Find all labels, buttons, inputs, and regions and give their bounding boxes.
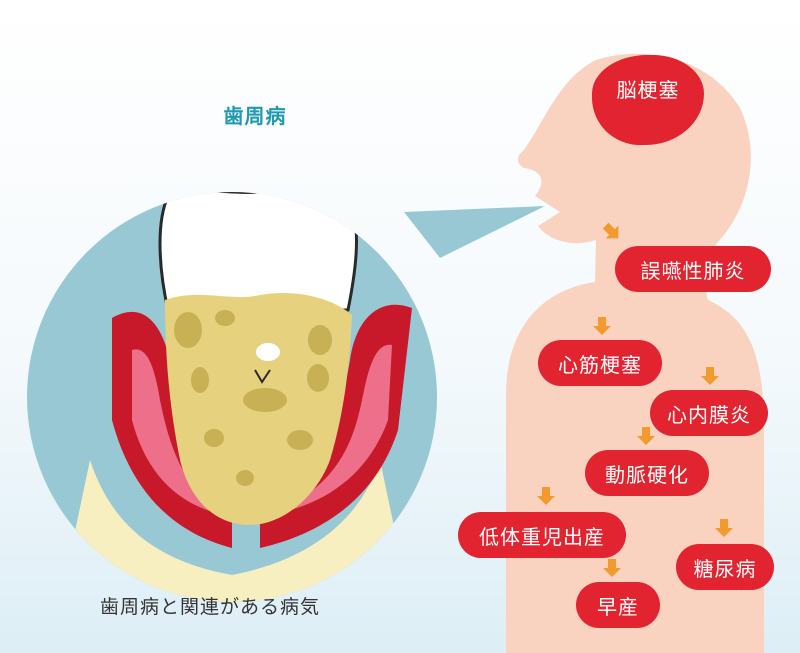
disease-pill-low-birth-weight: 低体重児出産 [458, 512, 626, 558]
disease-pill-diabetes: 糖尿病 [676, 544, 774, 590]
tartar-spots [174, 310, 332, 486]
disease-pill-aspiration-pneumonia: 誤嚥性肺炎 [615, 246, 771, 292]
diagram-caption: 歯周病と関連がある病気 [99, 596, 320, 618]
disease-pill-arteriosclerosis: 動脈硬化 [585, 450, 709, 496]
brain-highlight [592, 55, 704, 145]
arrow-pneumonia-icon [602, 222, 619, 239]
gum-right-pink [268, 344, 392, 515]
callout-tail [404, 206, 545, 258]
arrow-low-birth-weight-icon [537, 487, 555, 505]
disease-pill-stroke: 脳梗塞 [616, 77, 680, 102]
diagram-title: 歯周病 [223, 104, 287, 128]
tooth-exposed [256, 343, 280, 361]
tooth-crack [254, 369, 271, 384]
arrow-endocarditis-icon [701, 367, 719, 385]
arrow-myocardial-icon [593, 317, 611, 335]
arrow-premature-icon [603, 559, 621, 577]
arrow-arteriosclerosis-icon [637, 427, 655, 445]
gum-left-pink [132, 349, 225, 515]
disease-pill-premature-birth: 早産 [576, 582, 660, 628]
disease-pill-myocardial-infarction: 心筋梗塞 [538, 340, 662, 386]
arrow-diabetes-icon [715, 519, 733, 537]
disease-pill-endocarditis: 心内膜炎 [650, 390, 768, 436]
tooth-crown [158, 192, 358, 312]
